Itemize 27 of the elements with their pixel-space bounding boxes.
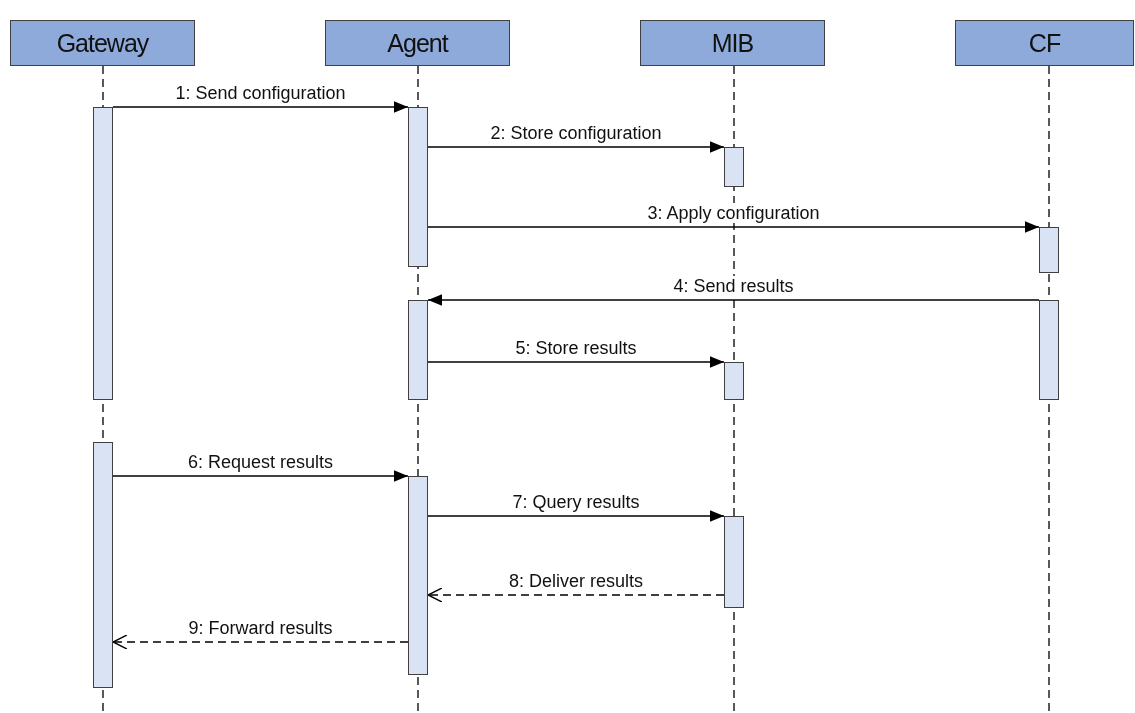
- message-arrow: [427, 221, 1040, 233]
- activation-bar: [1039, 227, 1059, 273]
- activation-bar: [93, 107, 113, 400]
- return-arrow: [112, 634, 409, 650]
- message-arrow: [112, 101, 409, 113]
- activation-bar: [93, 442, 113, 688]
- message-arrow: [427, 141, 725, 153]
- participant-name: Gateway: [56, 28, 149, 58]
- activation-bar: [408, 476, 428, 675]
- message-arrow: [427, 294, 1040, 306]
- activation-bar: [408, 300, 428, 400]
- message-arrow: [112, 470, 409, 482]
- return-arrow: [427, 587, 725, 603]
- lifeline-header-box: [640, 20, 825, 66]
- activation-bar: [408, 107, 428, 267]
- lifeline-header-box: [955, 20, 1134, 66]
- activation-bar: [1039, 300, 1059, 400]
- lifeline-header-box: [10, 20, 195, 66]
- message-arrow: [427, 356, 725, 368]
- activation-bar: [724, 516, 744, 608]
- participant-name: MIB: [711, 28, 754, 58]
- lifeline-header-box: [325, 20, 510, 66]
- activation-bar: [724, 362, 744, 400]
- message-arrow: [427, 510, 725, 522]
- activation-bar: [724, 147, 744, 187]
- participant-name: CF: [1028, 28, 1061, 58]
- participant-name: Agent: [387, 28, 448, 58]
